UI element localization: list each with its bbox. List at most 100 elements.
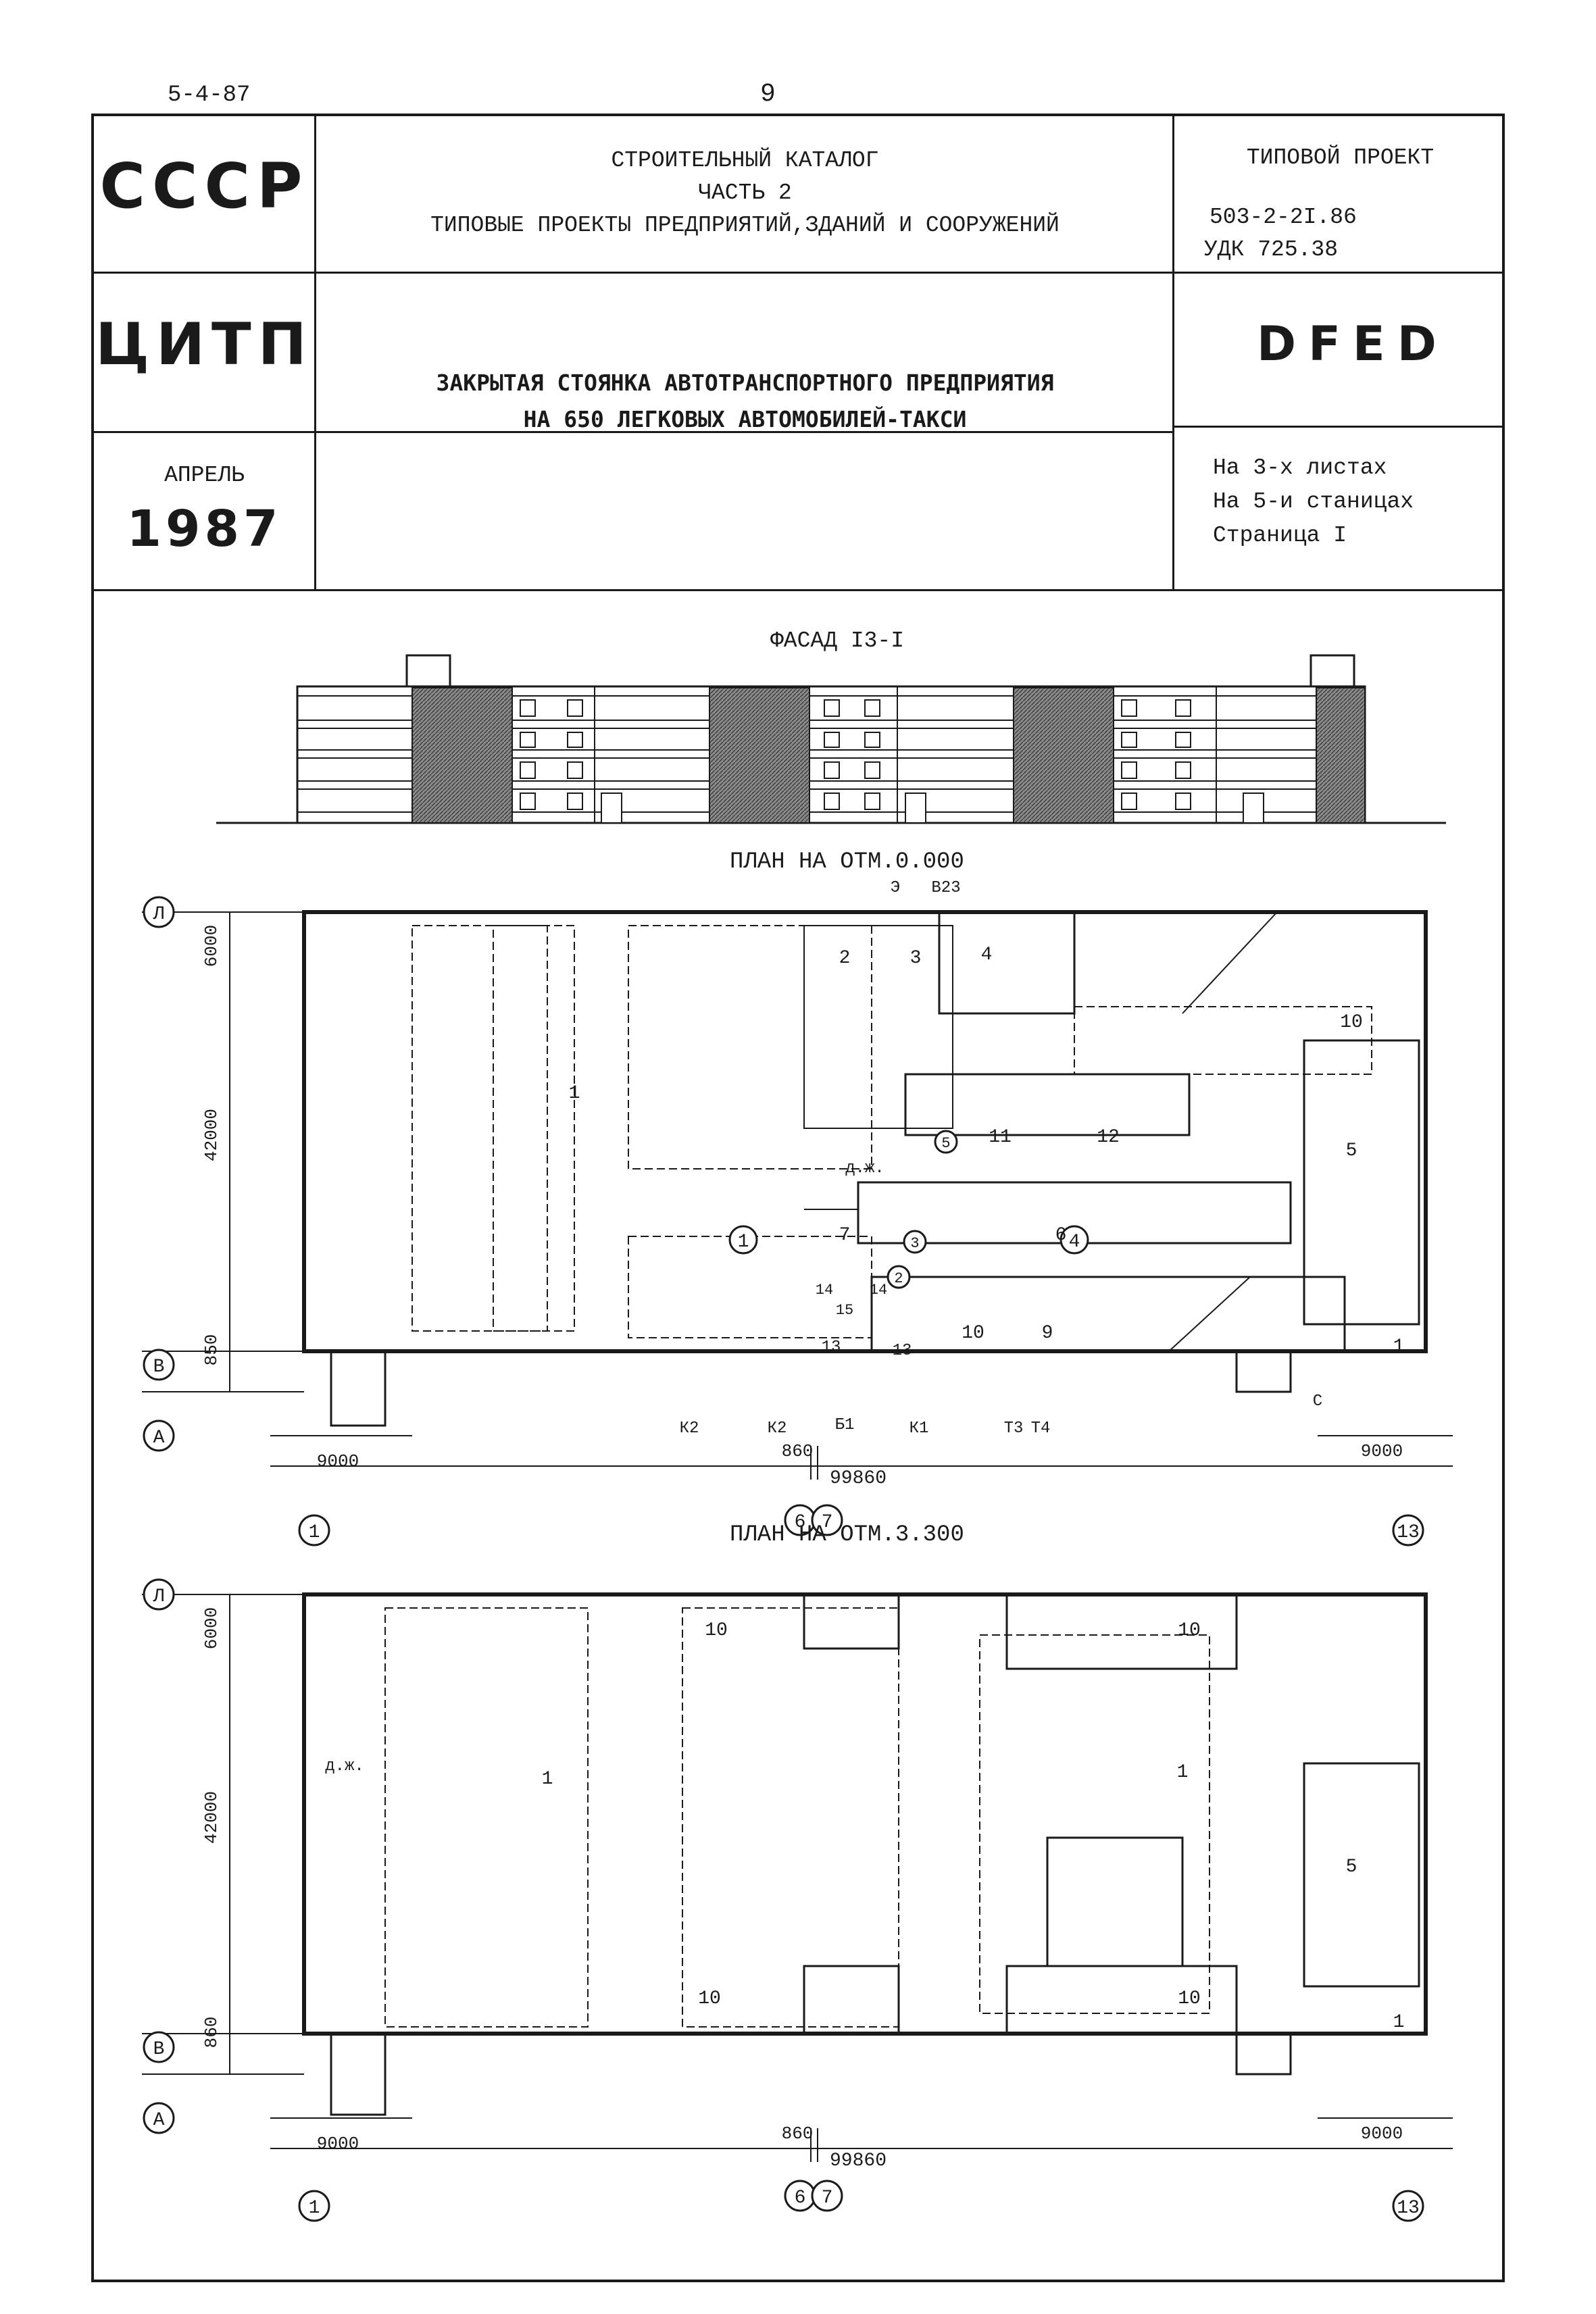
plan1-axis-row-v: В — [153, 1357, 165, 1378]
plan1-dim-9000a: 9000 — [317, 1451, 359, 1472]
plan1-axis-row-l: Л — [153, 904, 165, 925]
plan1-dim-9000b: 9000 — [1361, 1441, 1403, 1461]
plan1-section-mark: 1 — [1393, 1336, 1405, 1357]
plan1-room-13b: 13 — [893, 1342, 912, 1360]
plan2-dim-860a: 860 — [201, 2017, 222, 2048]
plan1-room-10b: 10 — [1340, 1012, 1363, 1033]
project-title: ЗАКРЫТАЯ СТОЯНКА АВТОТРАНСПОРТНОГО ПРЕДП… — [318, 365, 1172, 438]
plan1-label-t3: Т3 — [1004, 1419, 1024, 1438]
plan2-dim-42000: 42000 — [201, 1791, 222, 1844]
header-divider-2a — [91, 431, 1172, 433]
plan1-dim-860: 860 — [782, 1441, 814, 1461]
plan1-axis-col-1: 1 — [309, 1522, 320, 1543]
plan2-dim-860b: 860 — [782, 2123, 814, 2144]
plan2-axis-col-13: 13 — [1397, 2198, 1420, 2219]
catalog-code: DFED — [1257, 316, 1449, 372]
plan1-circled-4: 4 — [1069, 1232, 1080, 1253]
plan1-circled-3: 3 — [910, 1235, 919, 1252]
header-vdivider-1 — [314, 114, 316, 589]
plan1-room-14b: 14 — [870, 1282, 887, 1299]
plan1-room-2: 2 — [839, 948, 851, 969]
plan1-label-e: Э — [891, 879, 900, 897]
project-title-line-1: ЗАКРЫТАЯ СТОЯНКА АВТОТРАНСПОРТНОГО ПРЕДП… — [436, 370, 1054, 396]
project-title-line-2: НА 650 ЛЕГКОВЫХ АВТОМОБИЛЕЙ-ТАКСИ — [523, 406, 967, 432]
catalog-line-2: ЧАСТЬ 2 — [698, 180, 792, 205]
plan1-label-dzh: д.ж. — [845, 1159, 884, 1178]
plan2-dim-6000: 6000 — [201, 1607, 222, 1649]
plan1-axis-col-7: 7 — [822, 1512, 833, 1533]
plan1-room-13a: 13 — [822, 1338, 841, 1357]
plan2-dim-99860: 99860 — [830, 2150, 887, 2171]
sheets-line-3: Страница I — [1213, 523, 1347, 548]
plan1-label-b1: Б1 — [835, 1416, 855, 1434]
plan1-label-k1: К1 — [909, 1419, 929, 1438]
plan2-dim-9000b: 9000 — [1361, 2123, 1403, 2144]
plan2-axis-col-7: 7 — [822, 2188, 833, 2209]
catalog-block: СТРОИТЕЛЬНЫЙ КАТАЛОГ ЧАСТЬ 2 ТИПОВЫЕ ПРО… — [318, 145, 1172, 242]
plan1-circled-1: 1 — [738, 1232, 749, 1253]
org-label: ЦИТП — [95, 311, 314, 378]
plan2-room-5: 5 — [1346, 1857, 1357, 1878]
plan1-label-c: С — [1313, 1392, 1322, 1411]
plan1-circled-2: 2 — [894, 1270, 903, 1287]
country-label: СССР — [99, 150, 309, 222]
udk-code: УДК 725.38 — [1204, 237, 1339, 262]
plan1-axis-col-13: 13 — [1397, 1522, 1420, 1543]
plan2-title: ПЛАН НА ОТМ.3.300 — [730, 1522, 964, 1548]
month-label: АПРЕЛЬ — [164, 463, 245, 488]
header-divider-2b — [1172, 426, 1505, 428]
plan1-room-12: 12 — [1097, 1127, 1120, 1148]
page-frame — [91, 114, 1505, 2282]
header-vdivider-2 — [1172, 114, 1174, 589]
plan1-title: ПЛАН НА ОТМ.0.000 — [730, 849, 964, 875]
plan1-axis-row-a: А — [153, 1428, 165, 1449]
plan1-room-1: 1 — [569, 1083, 580, 1104]
plan1-dim-42000: 42000 — [201, 1109, 222, 1161]
catalog-line-3: ТИПОВЫЕ ПРОЕКТЫ ПРЕДПРИЯТИЙ,ЗДАНИЙ И СОО… — [430, 213, 1059, 238]
facade-drawing — [216, 654, 1446, 824]
plan1-room-4: 4 — [981, 945, 993, 965]
plan2-room-10c: 10 — [698, 1988, 721, 2009]
project-type: ТИПОВОЙ ПРОЕКТ — [1246, 145, 1435, 170]
plan2-room-10a: 10 — [705, 1620, 728, 1641]
plan1-room-6: 6 — [1055, 1225, 1067, 1246]
plan1-room-7: 7 — [839, 1225, 851, 1246]
plan1-room-5: 5 — [1346, 1140, 1357, 1161]
plan2-axis-row-a: А — [153, 2110, 165, 2131]
plan1-room-9: 9 — [1042, 1323, 1053, 1344]
plan1-dim-850: 850 — [201, 1334, 222, 1366]
plan1-dim-99860: 99860 — [830, 1468, 887, 1489]
plan1-room-11: 11 — [989, 1127, 1012, 1148]
plan2-section-mark: 1 — [1393, 2012, 1405, 2033]
plan1-room-3: 3 — [910, 948, 922, 969]
plan2-dim-9000a: 9000 — [317, 2134, 359, 2154]
project-number: 503-2-2I.86 — [1210, 205, 1357, 230]
sheets-block: На 3-х листах На 5-и станицах Страница I — [1213, 451, 1414, 553]
plan2-room-10d: 10 — [1178, 1988, 1201, 2009]
header-divider-1 — [91, 272, 1505, 274]
plan2-drawing: Л В А 1 6 7 13 1 1 5 10 10 10 10 860 998… — [142, 1578, 1453, 2222]
plan1-room-15: 15 — [836, 1302, 853, 1319]
page-number: 9 — [760, 80, 776, 109]
plan1-drawing: Л В А 1 6 7 13 1 2 3 4 5 1 2 3 4 5 6 7 9… — [142, 879, 1453, 1546]
plan2-axis-col-1: 1 — [309, 2198, 320, 2219]
plan2-room-10b: 10 — [1178, 1620, 1201, 1641]
plan1-label-t4: Т4 — [1031, 1419, 1051, 1438]
header-divider-3 — [91, 589, 1505, 591]
plan1-room-10a: 10 — [962, 1323, 984, 1344]
catalog-line-1: СТРОИТЕЛЬНЫЙ КАТАЛОГ — [611, 148, 879, 173]
plan2-room-1b: 1 — [1177, 1762, 1189, 1783]
sheets-line-2: На 5-и станицах — [1213, 489, 1414, 514]
plan1-label-k2b: К2 — [768, 1419, 787, 1438]
plan1-room-14a: 14 — [816, 1282, 833, 1299]
facade-title: ФАСАД I3-I — [770, 628, 905, 653]
plan2-axis-row-l: Л — [153, 1586, 165, 1607]
plan1-label-v23: В23 — [931, 879, 960, 897]
plan2-room-1a: 1 — [542, 1769, 553, 1790]
plan2-axis-col-6: 6 — [795, 2188, 806, 2209]
plan2-label-dzh: д.ж. — [325, 1757, 364, 1776]
plan1-dim-6000: 6000 — [201, 925, 222, 967]
sheets-line-1: На 3-х листах — [1213, 455, 1387, 480]
page-code: 5-4-87 — [168, 82, 251, 108]
plan1-label-k2a: К2 — [680, 1419, 699, 1438]
